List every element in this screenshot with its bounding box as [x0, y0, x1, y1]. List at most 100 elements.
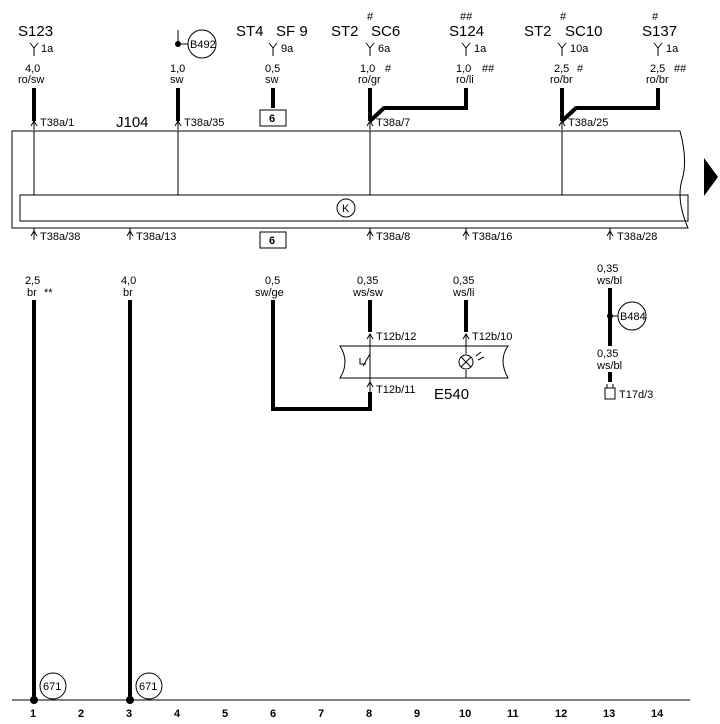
bottom-wire-6-size: 0,5 [265, 275, 280, 287]
top-wire-10-color: ro/li [456, 74, 474, 86]
grid-numbers: 1 2 3 4 5 6 7 8 9 10 11 12 13 14 [30, 708, 664, 720]
b484-dot [607, 313, 613, 319]
label-sc6: SC6 [371, 23, 400, 40]
top-wire-10-size: 1,0 [456, 63, 471, 75]
k-symbol-label: K [342, 203, 350, 215]
label-t17d-3: T17d/3 [619, 389, 653, 401]
fuse-1a-s123: 1a [41, 43, 54, 55]
grid-number: 9 [414, 708, 420, 720]
top-wire-4-color: sw [170, 74, 184, 86]
top-wire-14-size: 2,5 [650, 63, 665, 75]
grid-number: 3 [126, 708, 132, 720]
label-s137: S137 [642, 23, 677, 40]
top-wire-8-size: 1,0 [360, 63, 375, 75]
bottom-wire-13a-size: 0,35 [597, 263, 618, 275]
ground-ref-circle-1 [39, 672, 67, 700]
label-e540: E540 [434, 386, 469, 403]
pin-t38a-7: T38a/7 [376, 117, 410, 129]
label-hash-sc6: # [367, 11, 374, 23]
grid-number: 11 [507, 708, 519, 720]
pin-t38a-35: T38a/35 [184, 117, 224, 129]
ground-ref-3: 671 [139, 681, 157, 693]
label-sf9: SF 9 [276, 23, 308, 40]
top-wire-12-color: ro/br [550, 74, 573, 86]
pin-t38a-8: T38a/8 [376, 231, 410, 243]
grid-number: 7 [318, 708, 324, 720]
top-wire-10-mark: ## [482, 63, 495, 75]
b484-circle [617, 301, 647, 331]
fuse-9a: 9a [281, 43, 294, 55]
grid-number: 2 [78, 708, 84, 720]
bottom-pin-arrows [30, 228, 614, 240]
pin-t38a-28: T38a/28 [617, 231, 657, 243]
top-wire-1-color: ro/sw [18, 74, 44, 86]
top-wire-12-mark: # [577, 63, 584, 75]
grid-number: 5 [222, 708, 228, 720]
top-pin-arrows [30, 120, 566, 130]
pin-t38a-1: T38a/1 [40, 117, 74, 129]
pin-t12b-11: T12b/11 [376, 384, 416, 396]
label-b484: B484 [620, 311, 646, 323]
grid-number: 13 [603, 708, 615, 720]
top-wire-14-mark: ## [674, 63, 687, 75]
bottom-wire-1-size: 2,5 [25, 275, 40, 287]
grid-number: 14 [651, 708, 664, 720]
top-wire-6-size: 0,5 [265, 63, 280, 75]
box-6-top [259, 109, 287, 127]
continuation-arrow-icon [704, 158, 718, 196]
pin-t38a-16: T38a/16 [472, 231, 512, 243]
bottom-wire-6-color: sw/ge [255, 287, 284, 299]
bottom-wire-8-color: ws/sw [352, 287, 383, 299]
label-b492: B492 [190, 39, 216, 51]
bottom-wire-1-color: br [27, 287, 37, 299]
label-s123: S123 [18, 23, 53, 40]
grid-number: 4 [174, 708, 181, 720]
grid-number: 6 [270, 708, 276, 720]
t17d-connector [604, 387, 616, 400]
top-wire-4-size: 1,0 [170, 63, 185, 75]
bottom-wire-8-size: 0,35 [357, 275, 378, 287]
top-wires [32, 88, 660, 123]
bottom-wire-1-mark: ** [44, 287, 53, 299]
top-wire-14-color: ro/br [646, 74, 669, 86]
bottom-wire-13b-color: ws/bl [596, 360, 622, 372]
label-s124: S124 [449, 23, 484, 40]
top-wire-6-color: sw [265, 74, 279, 86]
module-internal-lines [33, 131, 563, 195]
fuse-1a-s124: 1a [474, 43, 487, 55]
e540-internals [366, 333, 470, 392]
grid-number: 10 [459, 708, 471, 720]
top-wire-8-mark: # [385, 63, 392, 75]
bottom-wire-13a-color: ws/bl [596, 275, 622, 287]
bottom-wires [32, 288, 612, 700]
grid-number: 8 [366, 708, 372, 720]
bottom-wire-13b-size: 0,35 [597, 348, 618, 360]
pin-t38a-38: T38a/38 [40, 231, 80, 243]
fuse-1a-s137: 1a [666, 43, 679, 55]
pin-t12b-12: T12b/12 [376, 331, 416, 343]
box-6-bottom [259, 231, 287, 249]
bottom-wire-10-size: 0,35 [453, 275, 474, 287]
e540-housing [339, 345, 509, 379]
ground-ref-1: 671 [43, 681, 61, 693]
label-sc10: SC10 [565, 23, 603, 40]
pin-t12b-10: T12b/10 [472, 331, 512, 343]
module-inner-bus [19, 194, 689, 222]
top-wire-12-size: 2,5 [554, 63, 569, 75]
lamp-icon [458, 351, 485, 370]
module-j104: J104 [116, 114, 149, 131]
switch-icon [359, 353, 371, 367]
label-hash-s124: ## [460, 11, 473, 23]
bottom-wire-3-size: 4,0 [121, 275, 136, 287]
pin-t38a-25: T38a/25 [568, 117, 608, 129]
label-st4: ST4 [236, 23, 264, 40]
label-st2-a: ST2 [331, 23, 359, 40]
top-wire-8-color: ro/gr [358, 74, 381, 86]
grid-number: 12 [555, 708, 567, 720]
label-hash-sc10: # [560, 11, 567, 23]
fuse-10a: 10a [570, 43, 589, 55]
bottom-wire-10-color: ws/li [452, 287, 474, 299]
k-symbol-circle [336, 198, 356, 218]
bottom-wire-3-color: br [123, 287, 133, 299]
